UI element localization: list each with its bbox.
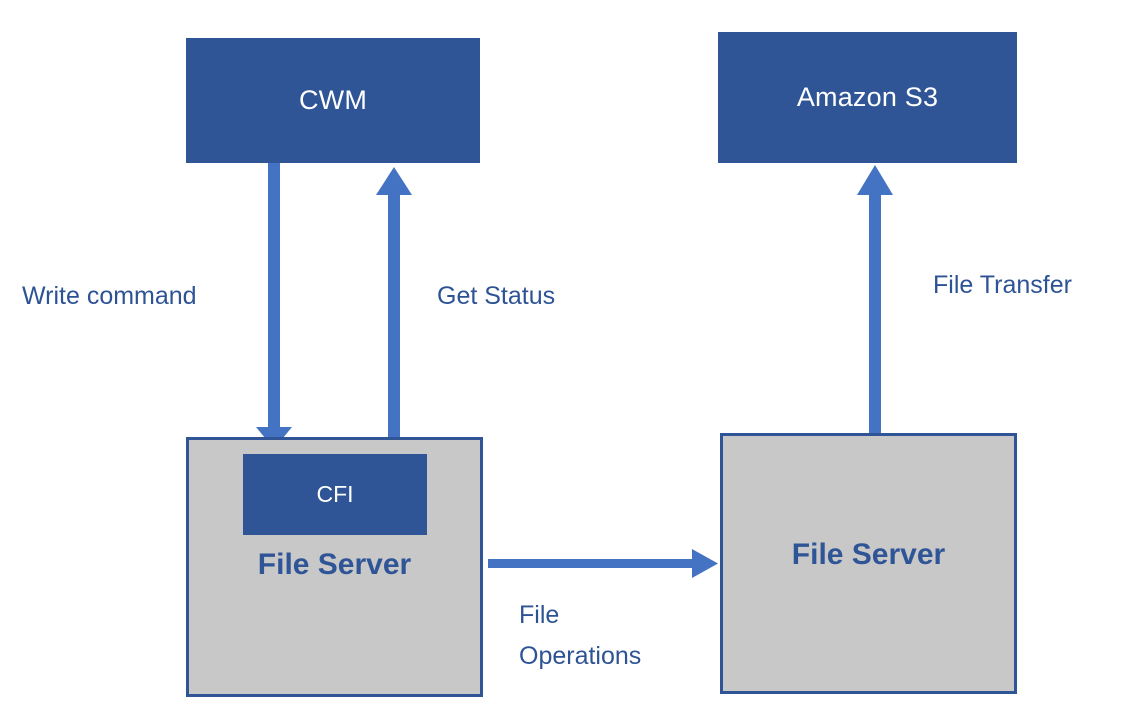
arrow-file-operations <box>488 549 718 578</box>
node-cwm[interactable]: CWM <box>186 38 480 163</box>
edge-label-get-status: Get Status <box>437 282 556 310</box>
node-cwm-label: CWM <box>298 85 368 115</box>
node-cfi-label: CFI <box>316 481 354 507</box>
edge-label-file-operations-line1: File <box>519 601 560 629</box>
arrow-write-command <box>256 163 292 449</box>
node-amazon-s3-label: Amazon S3 <box>796 82 939 112</box>
edge-label-write-command: Write command <box>22 282 197 310</box>
edge-label-file-operations: File Operations <box>519 600 641 670</box>
node-amazon-s3[interactable]: Amazon S3 <box>718 32 1017 163</box>
node-file-server-left-label: File Server <box>257 548 412 581</box>
node-cfi[interactable]: CFI <box>243 454 427 535</box>
edge-label-file-transfer: File Transfer <box>933 271 1072 299</box>
edge-label-file-operations-line2: Operations <box>519 642 642 671</box>
arrow-get-status <box>376 167 412 449</box>
node-file-server-right[interactable]: File Server <box>720 433 1017 694</box>
node-file-server-right-label: File Server <box>791 538 946 571</box>
arrow-file-transfer <box>857 165 893 441</box>
node-file-server-left[interactable]: File Server <box>186 437 483 697</box>
